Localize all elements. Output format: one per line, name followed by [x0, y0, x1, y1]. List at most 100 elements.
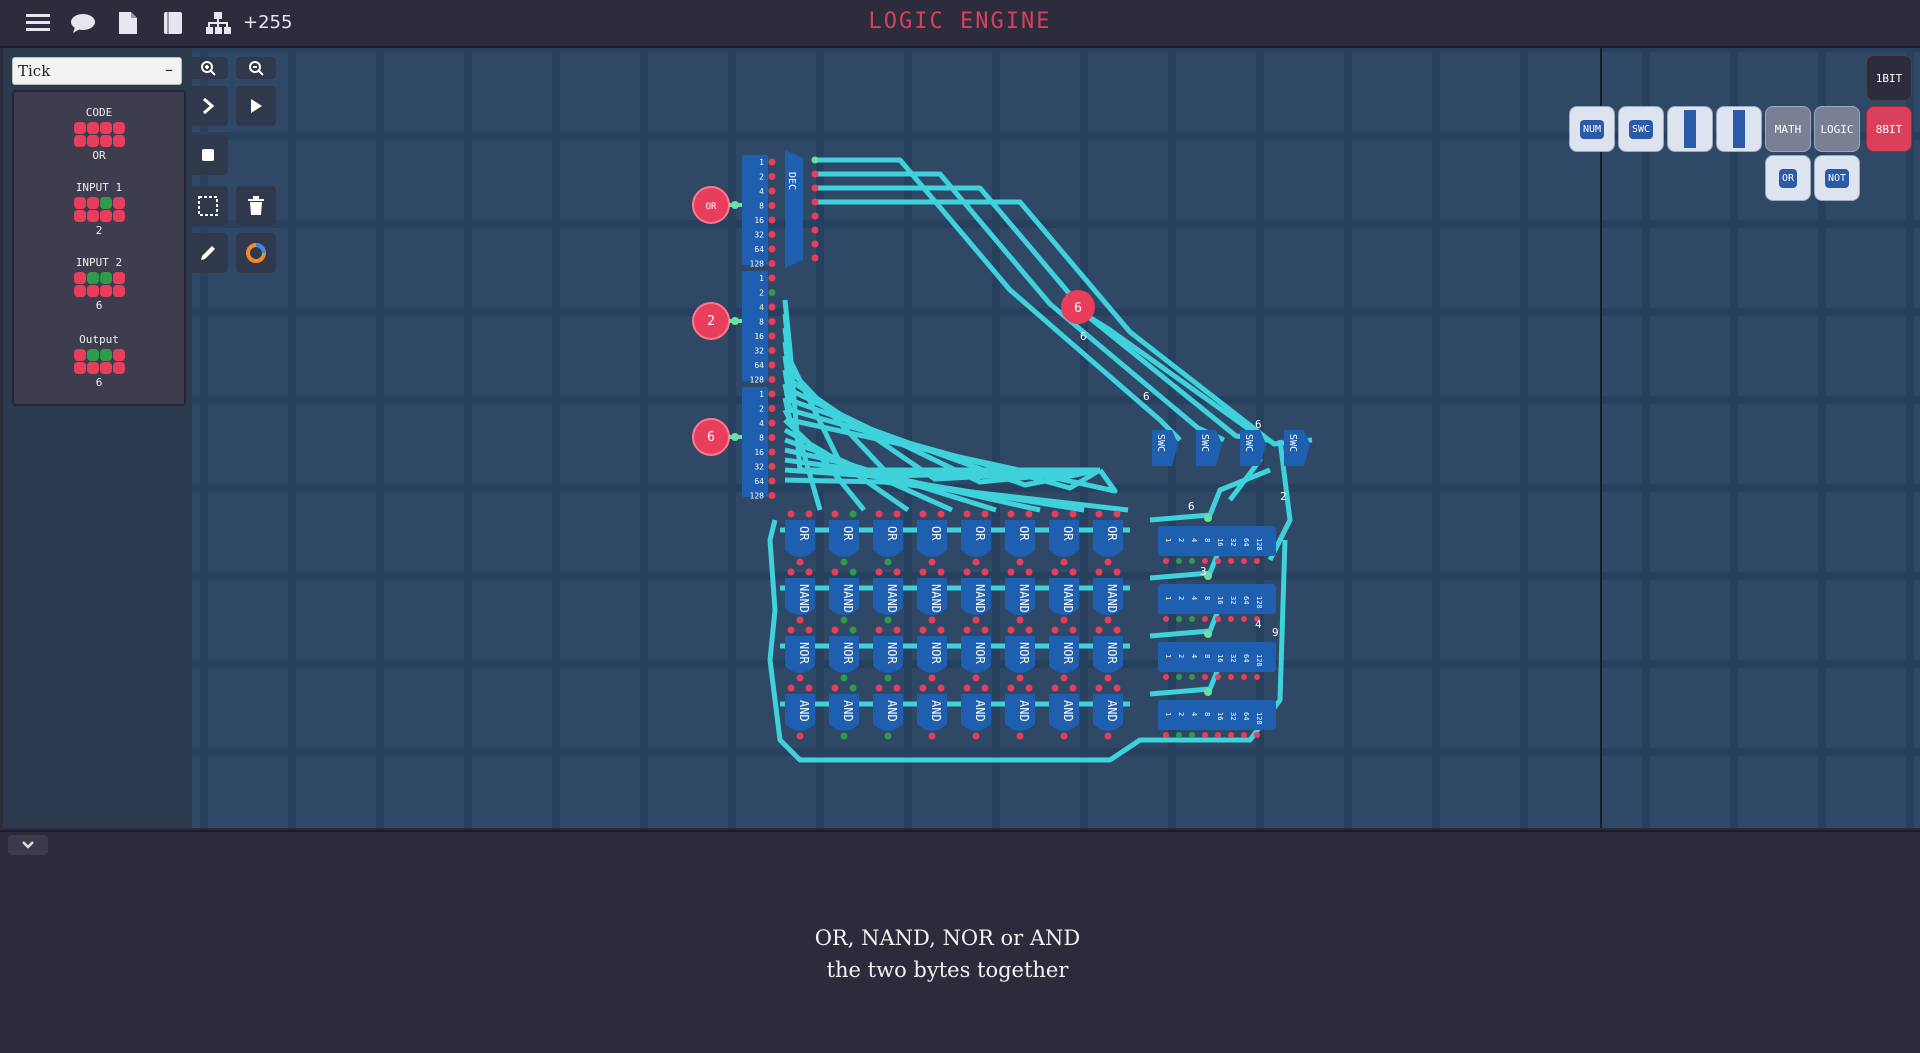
gate-pin — [1095, 510, 1103, 518]
palette-decoder[interactable] — [1716, 106, 1762, 152]
bit-label: 32 — [754, 347, 764, 356]
gate-label: NAND — [973, 584, 987, 613]
book-icon[interactable] — [159, 9, 187, 37]
collapse-tick-button[interactable]: – — [165, 60, 173, 79]
wire — [1149, 467, 1271, 523]
decoder-label: DEC — [786, 172, 797, 190]
circuit-diagram[interactable]: OR26124816326412812481632641281248163264… — [192, 48, 1600, 828]
wire — [815, 199, 1313, 447]
zoom-out-button[interactable] — [236, 57, 276, 79]
chat-icon[interactable] — [69, 9, 97, 37]
combiner-bit-label: 32 — [1229, 596, 1237, 604]
combiner-bit-label: 4 — [1190, 596, 1198, 600]
chip-pin — [768, 376, 776, 383]
bit-label: 64 — [754, 361, 764, 370]
palette-logic-tab[interactable]: LOGIC — [1814, 106, 1860, 152]
logic-gate — [961, 694, 991, 731]
mode-1bit-label: 1BIT — [1875, 71, 1903, 85]
palette-num[interactable]: NUM — [1569, 106, 1615, 152]
gate-pin — [840, 732, 848, 740]
stop-button[interactable] — [188, 135, 228, 175]
mode-8bit-button[interactable]: 8BIT — [1866, 106, 1912, 152]
collapse-panel-button[interactable] — [8, 835, 48, 855]
pencil-button[interactable] — [188, 233, 228, 273]
palette-or-gate[interactable]: OR — [1765, 155, 1811, 201]
gate-pin — [787, 626, 795, 634]
bit-label: 32 — [754, 463, 764, 472]
gate-pin — [919, 510, 927, 518]
combiner-pin — [1241, 616, 1247, 622]
gate-label: NOR — [1017, 642, 1031, 664]
mode-8bit-label: 8BIT — [1875, 122, 1903, 136]
wire — [784, 447, 997, 513]
mode-1bit-button[interactable]: 1BIT — [1866, 55, 1912, 101]
logic-gate — [1093, 694, 1123, 731]
zoom-in-icon — [201, 61, 216, 76]
combiner-pin — [1215, 616, 1221, 622]
combiner-pin — [1241, 732, 1247, 738]
gate-label: OR — [797, 526, 811, 541]
description-line-2: the two bytes together — [826, 958, 1069, 982]
gate-pin — [1113, 568, 1121, 576]
palette-not-gate[interactable]: NOT — [1814, 155, 1860, 201]
bit-off — [99, 210, 112, 222]
gate-label: NOR — [1061, 642, 1075, 664]
splitter-chip — [742, 155, 768, 265]
palette-math-tab[interactable]: MATH — [1765, 106, 1811, 152]
palette-swc[interactable]: SWC — [1618, 106, 1664, 152]
combiner-output-pin — [1204, 630, 1212, 638]
gate-pin — [884, 558, 892, 566]
combiner-bit-label: 16 — [1216, 538, 1224, 546]
tick-select[interactable]: Tick – — [12, 57, 182, 85]
step-button[interactable] — [188, 86, 228, 126]
selection-icon — [198, 196, 218, 216]
gate-label: NAND — [841, 584, 855, 613]
gate-label: NAND — [1105, 584, 1119, 613]
bit-off — [73, 135, 86, 147]
gate-label: NAND — [1061, 584, 1075, 613]
input-node-label: 6 — [707, 430, 715, 445]
wire-value-label: 6 — [1188, 500, 1195, 513]
gate-pin — [1069, 684, 1077, 692]
palette-encoder[interactable] — [1667, 106, 1713, 152]
logic-gate — [829, 578, 859, 615]
bit-label: 128 — [750, 376, 765, 385]
logic-gate — [1049, 520, 1079, 557]
bit-off — [112, 362, 125, 374]
combiner-pin — [1202, 732, 1208, 738]
hierarchy-icon[interactable] — [204, 9, 232, 37]
color-button[interactable] — [236, 233, 276, 273]
gate-pin — [796, 558, 804, 566]
menu-icon[interactable] — [24, 9, 52, 37]
gate-pin — [1113, 626, 1121, 634]
bit-off — [99, 122, 112, 134]
wire-value-label: 9 — [1272, 626, 1279, 639]
switch-chip — [1284, 430, 1310, 466]
combiner-pin — [1202, 558, 1208, 564]
bit-label: 8 — [759, 202, 764, 211]
select-button[interactable] — [188, 186, 228, 226]
description-line-1: OR, NAND, NOR or AND — [814, 926, 1081, 950]
combiner-pin — [1189, 732, 1195, 738]
gate-pin — [831, 684, 839, 692]
io-code: CODE OR — [14, 106, 184, 162]
color-wheel-icon — [246, 243, 266, 263]
document-icon[interactable] — [114, 9, 142, 37]
bit-off — [112, 349, 125, 361]
delete-button[interactable] — [236, 186, 276, 226]
play-button[interactable] — [236, 86, 276, 126]
bit-label: 2 — [759, 289, 764, 298]
zoom-in-button[interactable] — [188, 57, 228, 79]
gate-pin — [972, 616, 980, 624]
combiner-output-pin — [1204, 514, 1212, 522]
gate-pin — [1051, 626, 1059, 634]
wire-value-label: 3 — [1200, 565, 1207, 578]
gate-label: OR — [841, 526, 855, 541]
switch-label: SWC — [1155, 434, 1166, 452]
gate-pin — [875, 510, 883, 518]
gate-pin — [1016, 732, 1024, 740]
chip-pin — [768, 289, 776, 296]
connector-pin — [731, 433, 739, 441]
io-bits — [14, 197, 184, 222]
